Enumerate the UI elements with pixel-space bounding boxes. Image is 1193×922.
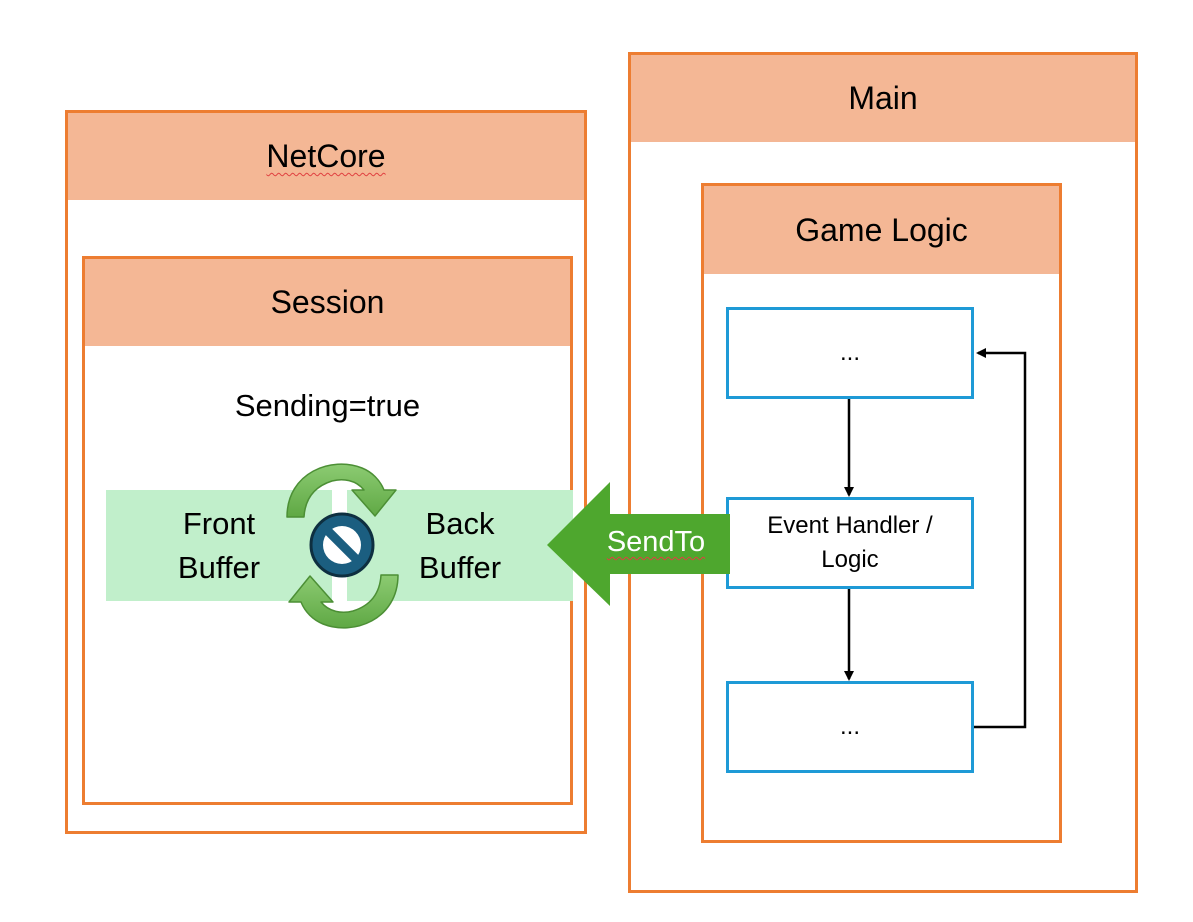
swap-cycle-icon bbox=[286, 463, 399, 629]
game-logic-header: Game Logic bbox=[704, 186, 1059, 274]
session-title: Session bbox=[270, 284, 385, 320]
session-header: Session bbox=[85, 259, 570, 346]
back-buffer-label: Back Buffer bbox=[418, 505, 502, 585]
front-buffer: Front Buffer bbox=[106, 490, 332, 601]
send-to-label: SendTo bbox=[606, 526, 706, 558]
game-logic-title: Game Logic bbox=[795, 211, 968, 248]
send-to-arrow bbox=[547, 482, 730, 606]
blocked-icon bbox=[309, 512, 375, 578]
loop-back-arrow bbox=[974, 348, 1027, 729]
logic-step-bottom: ... bbox=[726, 681, 974, 773]
main-title: Main bbox=[848, 80, 918, 116]
netcore-header: NetCore bbox=[68, 113, 584, 200]
main-header: Main bbox=[631, 55, 1135, 142]
sending-state-label: Sending=true bbox=[234, 388, 421, 423]
netcore-title: NetCore bbox=[266, 138, 386, 174]
logic-step-top: ... bbox=[726, 307, 974, 399]
logic-step-event-handler: Event Handler / Logic bbox=[726, 497, 974, 589]
front-buffer-label: Front Buffer bbox=[177, 505, 261, 585]
